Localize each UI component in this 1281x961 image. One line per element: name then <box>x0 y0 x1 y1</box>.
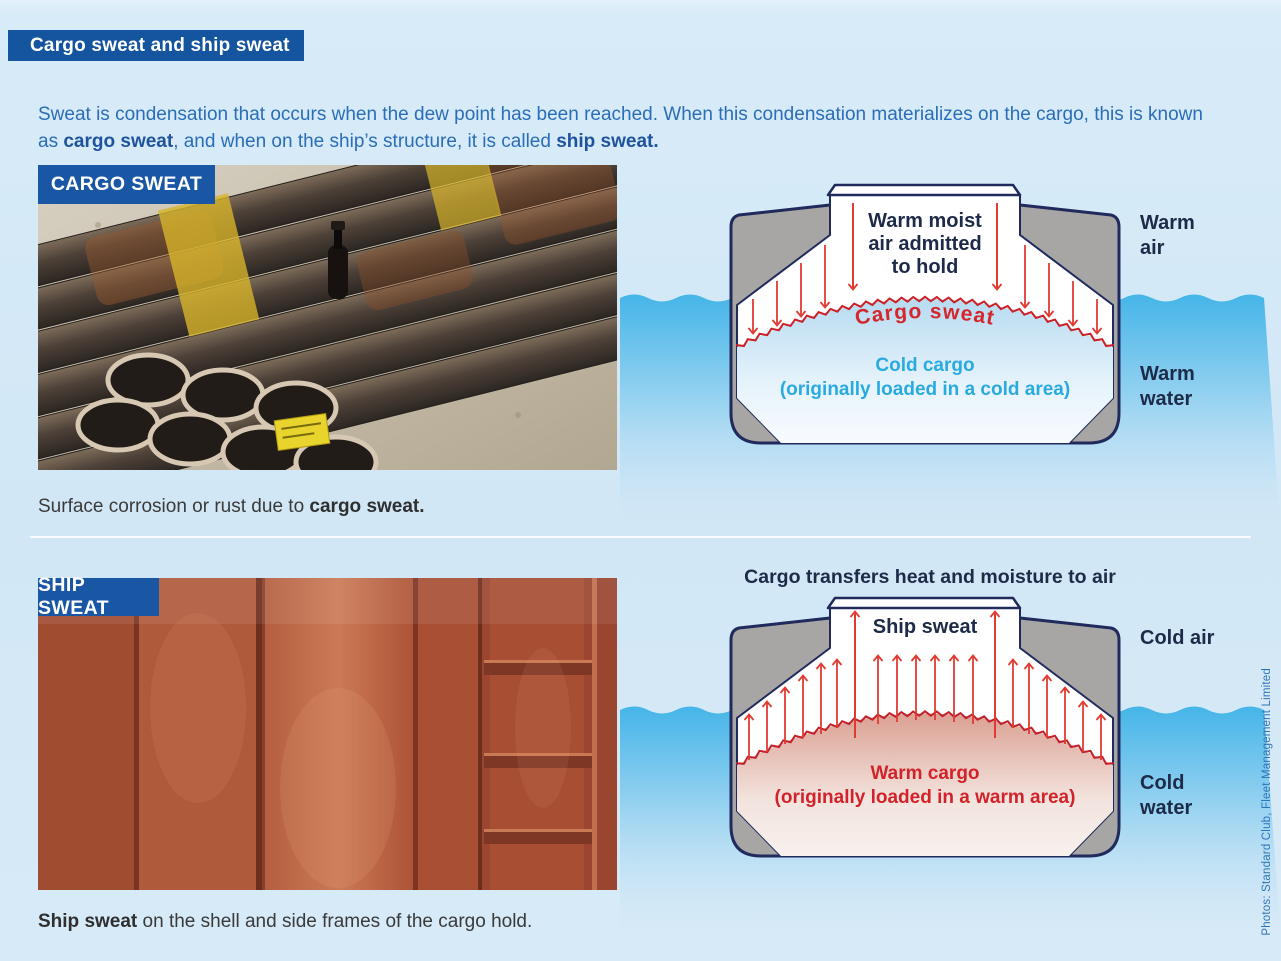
svg-text:Cold cargo: Cold cargo <box>875 355 974 376</box>
cold-air-label: Cold air <box>1140 627 1215 649</box>
ship-sweat-photo <box>38 578 617 890</box>
cold-cargo-text: Cold cargo (originally loaded in a cold … <box>780 355 1070 400</box>
intro-bold-ship-sweat: ship sweat. <box>556 131 659 152</box>
svg-text:Warm moist: Warm moist <box>868 210 982 232</box>
condensation-line <box>735 710 1115 765</box>
cold-cargo-pile <box>737 299 1113 443</box>
hatch-lid <box>826 183 1022 197</box>
yellow-paint-band <box>419 165 502 231</box>
svg-text:(originally loaded in a warm a: (originally loaded in a warm area) <box>775 787 1076 808</box>
warm-cargo-pile <box>737 713 1113 856</box>
side-frame-beam <box>262 578 415 890</box>
caption-text: on the shell and side frames of the carg… <box>137 911 533 932</box>
warm-water-label: Warm water <box>1140 363 1195 410</box>
up-arrows <box>743 610 1107 760</box>
ship-sweat-diagram-label: Ship sweat <box>873 616 978 638</box>
svg-text:(originally loaded in a cold a: (originally loaded in a cold area) <box>780 379 1070 400</box>
hatch-lid <box>826 596 1022 610</box>
yellow-tag <box>273 412 331 452</box>
yellow-paint-band <box>157 193 260 337</box>
caption-bold: Ship sweat <box>38 911 138 932</box>
cargo-hold-diagram-ship-sweat: Ship sweat Warm cargo (originally loaded… <box>729 596 1121 858</box>
svg-text:to hold: to hold <box>892 256 959 278</box>
diagram2-heading: Cargo transfers heat and moisture to air <box>744 566 1116 588</box>
svg-text:Warm cargo: Warm cargo <box>870 763 979 784</box>
pipe-ends <box>75 352 379 470</box>
warm-air-label: Warm air <box>1140 212 1195 259</box>
bottle <box>328 221 348 299</box>
ship-sweat-label: SHIP SWEAT <box>38 574 159 619</box>
intro-text: Sweat is condensation that occurs when t… <box>38 101 1208 155</box>
photo-credit: Photos: Standard Club, Fleet Management … <box>1261 668 1273 936</box>
cargo-hold-diagram-cargo-sweat: Warm moist air admitted to hold Cargo sw… <box>729 183 1121 445</box>
intro-seg: Sweat is condensation that occurs when t… <box>38 104 1203 152</box>
warm-cargo-text: Warm cargo (originally loaded in a warm … <box>775 763 1076 808</box>
down-arrows <box>747 203 1103 335</box>
section-divider <box>30 536 1251 538</box>
warm-moist-air-text: Warm moist air admitted to hold <box>868 210 982 278</box>
cold-water-label: Cold water <box>1140 772 1193 819</box>
cargo-sweat-caption: Surface corrosion or rust due to cargo s… <box>38 496 425 518</box>
cargo-sweat-photo <box>38 165 617 470</box>
cargo-sweat-label: CARGO SWEAT <box>38 165 215 204</box>
title-banner: Cargo sweat and ship sweat <box>8 30 304 61</box>
intro-bold-cargo-sweat: cargo sweat <box>63 131 174 152</box>
caption-text: Surface corrosion or rust due to <box>38 496 310 517</box>
svg-text:air admitted: air admitted <box>868 233 981 255</box>
caption-bold: cargo sweat. <box>309 496 425 517</box>
ship-sweat-caption: Ship sweat on the shell and side frames … <box>38 911 532 933</box>
frame-with-stiffeners <box>478 578 597 890</box>
condensation-line <box>735 295 1115 348</box>
intro-seg: , and when on the ship’s structure, it i… <box>173 131 557 152</box>
